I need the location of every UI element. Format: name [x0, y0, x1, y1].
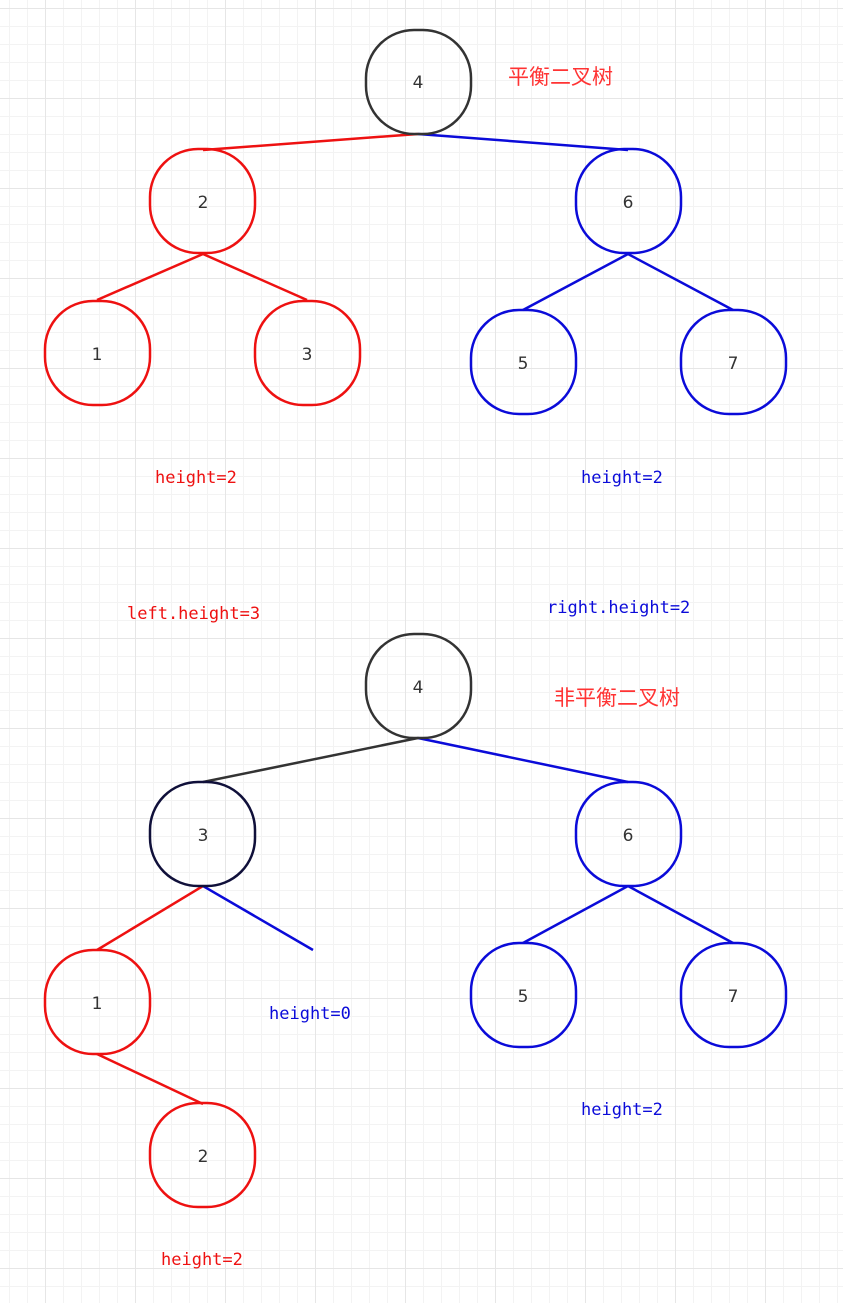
- left-subtree-height-label: height=2: [155, 468, 237, 488]
- edge-3-1: [96, 884, 204, 952]
- node-label: 5: [518, 987, 529, 1007]
- edge-6-5-unbalanced: [522, 884, 629, 945]
- node-ll-balanced: 1: [43, 299, 152, 407]
- node-label: 4: [413, 73, 424, 93]
- edge-4-2: [202, 132, 419, 152]
- node-label: 2: [198, 193, 209, 213]
- node-right-unbalanced: 6: [574, 780, 683, 888]
- edge-2-1: [96, 252, 204, 302]
- node-right-balanced: 6: [574, 147, 683, 255]
- edge-6-5: [522, 252, 629, 312]
- node-ll-unbalanced: 1: [43, 948, 152, 1056]
- left-subtree-height-label-unbalanced: height=2: [161, 1250, 243, 1270]
- node-rr-balanced: 7: [679, 308, 788, 416]
- node-label: 6: [623, 826, 634, 846]
- title-unbalanced: 非平衡二叉树: [554, 686, 680, 710]
- node-root-balanced: 4: [364, 28, 473, 136]
- node-label: 3: [302, 345, 313, 365]
- node-label: 7: [728, 987, 739, 1007]
- edge-2-3: [202, 252, 308, 302]
- left-height-label: left.height=3: [127, 604, 260, 624]
- edge-3-empty: [202, 884, 314, 952]
- node-label: 6: [623, 193, 634, 213]
- right-subtree-height-label: height=2: [581, 468, 663, 488]
- edge-1-2: [96, 1052, 204, 1106]
- edge-4-6-unbalanced: [417, 736, 629, 784]
- edge-6-7-unbalanced: [627, 884, 734, 945]
- right-subtree-height-label-unbalanced: height=2: [581, 1100, 663, 1120]
- node-root-unbalanced: 4: [364, 632, 473, 740]
- edge-4-3: [202, 736, 419, 784]
- edge-6-7: [627, 252, 734, 312]
- node-rl-balanced: 5: [469, 308, 578, 416]
- node-label: 1: [92, 994, 103, 1014]
- node-label: 2: [198, 1147, 209, 1167]
- node-left-balanced: 2: [148, 147, 257, 255]
- node-label: 7: [728, 354, 739, 374]
- edge-4-6: [417, 132, 629, 152]
- empty-right-height-label: height=0: [269, 1004, 351, 1024]
- node-label: 5: [518, 354, 529, 374]
- node-label: 3: [198, 826, 209, 846]
- node-llr-unbalanced: 2: [148, 1101, 257, 1209]
- node-label: 4: [413, 678, 424, 698]
- node-label: 1: [92, 345, 103, 365]
- node-left-unbalanced: 3: [148, 780, 257, 888]
- node-rl-unbalanced: 5: [469, 941, 578, 1049]
- node-rr-unbalanced: 7: [679, 941, 788, 1049]
- node-lr-balanced: 3: [253, 299, 362, 407]
- right-height-label: right.height=2: [547, 598, 690, 618]
- title-balanced: 平衡二叉树: [508, 65, 613, 89]
